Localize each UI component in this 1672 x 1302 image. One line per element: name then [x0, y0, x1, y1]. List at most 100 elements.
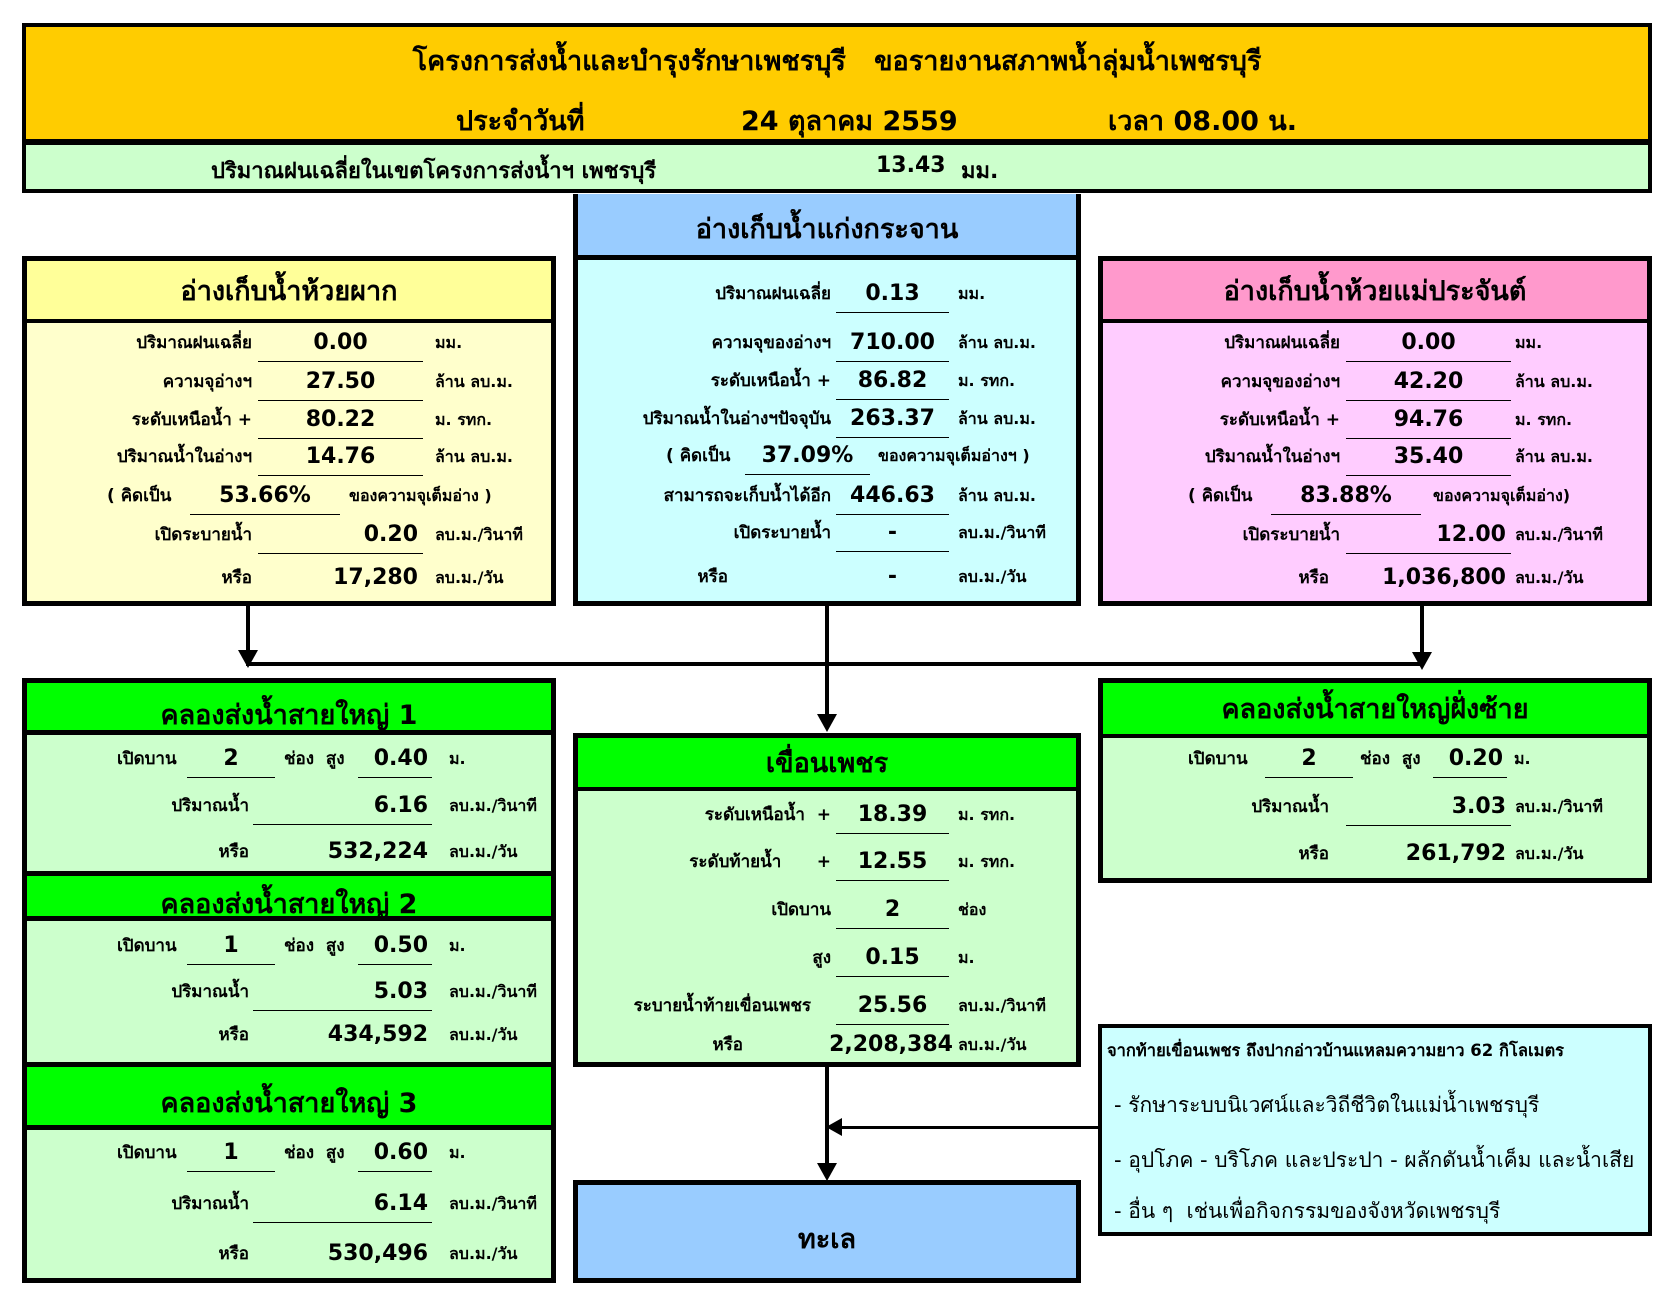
huai-phak-pct-post: ของความจุเต็มอ่าง ) — [349, 486, 492, 505]
canal-3-gates: 1 — [187, 1135, 275, 1172]
dam-up-unit: ม. รทก. — [958, 805, 1016, 824]
canal-3-height-unit: ม. — [449, 1143, 466, 1162]
huai-phak-level-value: 80.22 — [258, 402, 423, 439]
huai-phak-or-unit: ลบ.ม./วัน — [435, 568, 504, 587]
dam-gate-unit: ช่อง — [958, 900, 987, 919]
huai-phak-or-value: 17,280 — [333, 565, 418, 590]
mae-prachan-reservoir: อ่างเก็บน้ำห้วยแม่ประจันต์ ปริมาณฝนเฉลี่… — [1098, 256, 1652, 606]
canal-2-slot-label: ช่อง สูง — [284, 936, 345, 956]
canal-3-or-label: หรือ — [218, 1244, 249, 1264]
mp-rel-value: 12.00 — [1346, 517, 1511, 554]
canal-3-daily-unit: ลบ.ม./วัน — [449, 1244, 518, 1263]
canal-3-flow-unit: ลบ.ม./วินาที — [449, 1194, 537, 1213]
kk-pct-value: 37.09% — [745, 438, 870, 475]
river-notes: จากท้ายเขื่อนเพชร ถึงปากอ่าวบ้านแหลมความ… — [1098, 1024, 1652, 1236]
huai-phak-reservoir: อ่างเก็บน้ำห้วยผาก ปริมาณฝนเฉลี่ย 0.00 ม… — [22, 256, 556, 606]
date-label: ประจำวันที่ — [456, 106, 585, 137]
kk-rain-unit: มม. — [958, 284, 986, 303]
left-bank-daily-unit: ลบ.ม./วัน — [1515, 844, 1584, 863]
canal-2-header: คลองส่งน้ำสายใหญ่ 2 — [22, 871, 556, 921]
huai-phak-rel-value: 0.20 — [258, 517, 423, 554]
notes-item: - อื่น ๆ เช่นเพื่อกิจกรรมของจังหวัดเพชรบ… — [1114, 1199, 1501, 1223]
canal-1-daily-unit: ลบ.ม./วัน — [449, 842, 518, 861]
canal-3-slot-label: ช่อง สูง — [284, 1143, 345, 1163]
left-bank-or-label: หรือ — [1298, 844, 1329, 864]
canal-2-gate-label: เปิดบาน — [117, 936, 177, 956]
canal-3-daily: 530,496 — [327, 1241, 428, 1266]
mp-or-value: 1,036,800 — [1382, 565, 1506, 590]
arrow-notes-icon — [826, 1118, 842, 1136]
rain-band: ปริมาณฝนเฉลี่ยในเขตโครงการส่งน้ำฯ เพชรบุ… — [22, 141, 1652, 193]
dam-rel-unit: ลบ.ม./วินาที — [958, 996, 1046, 1015]
main-canals — [22, 678, 556, 1283]
canal-2-flow-label: ปริมาณน้ำ — [171, 982, 249, 1002]
huai-phak-rain-label: ปริมาณฝนเฉลี่ย — [136, 333, 252, 353]
connector-horizontal — [246, 662, 1424, 666]
phet-dam: เขื่อนเพชร ระดับเหนือน้ำ + 18.39 ม. รทก.… — [573, 733, 1081, 1067]
mp-pct-pre: ( คิดเป็น — [1188, 486, 1253, 506]
kk-or-label: หรือ — [697, 567, 728, 587]
mp-cap-value: 42.20 — [1346, 364, 1511, 401]
huai-phak-cap-value: 27.50 — [258, 364, 423, 401]
mp-or-unit: ลบ.ม./วัน — [1515, 568, 1584, 587]
huai-phak-or-label: หรือ — [221, 568, 252, 588]
mp-cap-label: ความจุของอ่างฯ — [1220, 372, 1340, 392]
dam-or-label: หรือ — [712, 1035, 743, 1055]
huai-phak-level-label: ระดับเหนือน้ำ + — [131, 410, 252, 430]
dam-up-label: ระดับเหนือน้ำ + — [704, 805, 831, 825]
mp-rain-label: ปริมาณฝนเฉลี่ย — [1224, 333, 1340, 353]
canal-3-gate-label: เปิดบาน — [117, 1143, 177, 1163]
kk-rain-label: ปริมาณฝนเฉลี่ย — [715, 284, 831, 304]
kk-more-unit: ล้าน ลบ.ม. — [958, 486, 1036, 505]
canal-1-slot-label: ช่อง สูง — [284, 749, 345, 769]
mp-pct-value: 83.88% — [1271, 478, 1421, 515]
canal-2-daily-unit: ลบ.ม./วัน — [449, 1025, 518, 1044]
canal-3-height: 0.60 — [358, 1135, 432, 1172]
canal-1-header: คลองส่งน้ำสายใหญ่ 1 — [22, 678, 556, 735]
kk-level-unit: ม. รทก. — [958, 371, 1016, 390]
dam-rel-value: 25.56 — [836, 988, 949, 1025]
canal-2-height-unit: ม. — [449, 936, 466, 955]
arrow-dam-icon — [817, 714, 837, 732]
dam-rel-label: ระบายน้ำท้ายเขื่อนเพชร — [633, 996, 811, 1016]
left-bank-slot-label: ช่อง สูง — [1360, 749, 1421, 769]
canal-1-title: คลองส่งน้ำสายใหญ่ 1 — [160, 700, 418, 731]
canal-1-flow-label: ปริมาณน้ำ — [171, 796, 249, 816]
kaeng-krachan-reservoir: ปริมาณฝนเฉลี่ย 0.13 มม. ความจุของอ่างฯ 7… — [573, 255, 1081, 606]
left-bank-flow: 3.03 — [1346, 789, 1511, 826]
sea-label: ทะเล — [797, 1224, 857, 1255]
canal-1-height-unit: ม. — [449, 749, 466, 768]
kk-level-value: 86.82 — [836, 363, 949, 400]
rain-value: 13.43 — [876, 153, 946, 178]
huai-phak-cap-label: ความจุอ่างฯ — [162, 372, 252, 392]
canal-3: คลองส่งน้ำสายใหญ่ 3 เปิดบาน 1 ช่อง สูง 0… — [22, 1062, 556, 1283]
kk-cap-label: ความจุของอ่างฯ — [711, 333, 831, 353]
mp-vol-value: 35.40 — [1346, 439, 1511, 476]
canal-2-gates: 1 — [187, 928, 275, 965]
dam-h-label: สูง — [812, 948, 831, 968]
connector-right-down — [1420, 606, 1424, 654]
kk-pct-post: ของความจุเต็มอ่างฯ ) — [878, 446, 1030, 465]
dam-up-value: 18.39 — [836, 797, 949, 834]
canal-1: คลองส่งน้ำสายใหญ่ 1 เปิดบาน 2 ช่อง สูง 0… — [22, 678, 556, 880]
mp-level-unit: ม. รทก. — [1515, 410, 1573, 429]
mp-rain-value: 0.00 — [1346, 325, 1511, 362]
kk-cap-unit: ล้าน ลบ.ม. — [958, 333, 1036, 352]
canal-2-title: คลองส่งน้ำสายใหญ่ 2 — [160, 889, 418, 920]
huai-phak-cap-unit: ล้าน ลบ.ม. — [435, 372, 513, 391]
connector-dam-sea — [825, 1067, 829, 1167]
dam-h-value: 0.15 — [836, 940, 949, 977]
report-title: โครงการส่งน้ำและบำรุงรักษาเพชรบุรี ขอราย… — [412, 46, 1262, 77]
connector-notes — [838, 1126, 1098, 1129]
mp-or-label: หรือ — [1298, 568, 1329, 588]
sea: ทะเล — [573, 1180, 1081, 1283]
left-bank-canal: คลองส่งน้ำสายใหญ่ฝั่งซ้าย เปิดบาน 2 ช่อง… — [1098, 678, 1652, 883]
canal-2-height: 0.50 — [358, 928, 432, 965]
kk-pct-pre: ( คิดเป็น — [666, 446, 731, 466]
canal-2-flow-unit: ลบ.ม./วินาที — [449, 982, 537, 1001]
dam-or-unit: ลบ.ม./วัน — [958, 1035, 1027, 1054]
kk-vol-value: 263.37 — [836, 401, 949, 438]
mp-pct-post: ของความจุเต็มอ่าง) — [1433, 486, 1571, 505]
rain-label: ปริมาณฝนเฉลี่ยในเขตโครงการส่งน้ำฯ เพชรบุ… — [211, 159, 657, 184]
kk-rain-value: 0.13 — [836, 276, 949, 313]
